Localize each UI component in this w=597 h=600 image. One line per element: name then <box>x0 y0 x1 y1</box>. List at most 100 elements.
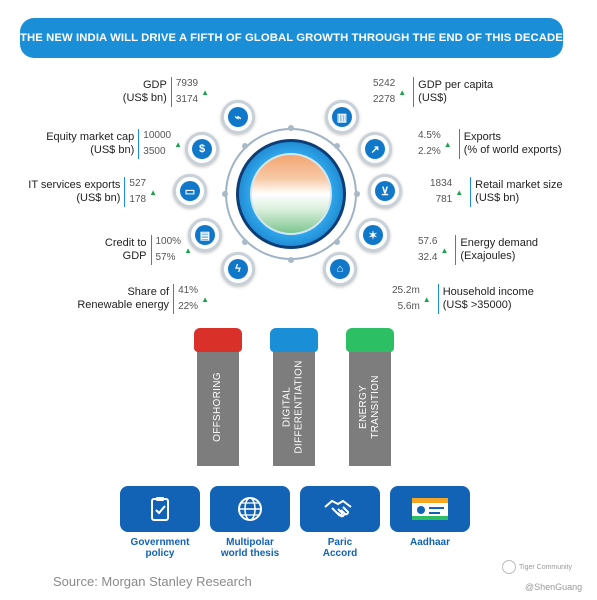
orbit-dot <box>242 239 248 245</box>
policy-aadhaar: Aadhaar <box>390 486 470 548</box>
stat-target: 41% <box>178 285 199 296</box>
pillar-body <box>349 348 391 466</box>
card-icon: ▤ <box>188 218 222 252</box>
divider <box>455 235 457 265</box>
pillar-offshoring: OFFSHORING <box>194 328 242 466</box>
home-icon: ⌂ <box>323 252 357 286</box>
compass-icon: ✶ <box>356 218 390 252</box>
policy-label: Paric Accord <box>322 537 358 559</box>
pillar-label: OFFSHORING <box>212 372 224 442</box>
stat-current: 2278 <box>373 94 396 105</box>
clipboard-icon <box>120 486 200 532</box>
stat-current: 3500 <box>143 146 166 157</box>
policy-government: Government policy <box>120 486 200 559</box>
orbit-dot <box>354 191 360 197</box>
stat-energy-demand: 57.6 32.4 ▲ Energy demand (Exajoules) <box>418 234 538 266</box>
orbit-dot <box>334 143 340 149</box>
stat-equity-market-cap: Equity market cap (US$ bn) 10000 3500 ▲ <box>46 128 185 160</box>
stat-label: Household income (US$ >35000) <box>442 286 534 311</box>
up-arrow-icon: ▲ <box>440 245 449 255</box>
stat-current: 781 <box>435 194 453 205</box>
source-note: Source: Morgan Stanley Research <box>53 574 252 589</box>
tiger-logo-icon <box>502 560 516 574</box>
orbit-dot <box>242 143 248 149</box>
orbit-dot <box>288 125 294 131</box>
stat-current: 3174 <box>175 94 199 105</box>
up-arrow-icon: ▲ <box>201 87 209 97</box>
up-arrow-icon: ▲ <box>422 294 431 304</box>
handshake-icon <box>300 486 380 532</box>
stat-current: 22% <box>178 301 199 312</box>
divider <box>413 77 415 107</box>
watermark-handle: @ShenGuang <box>525 582 583 592</box>
divider <box>437 284 439 314</box>
orbit-dot <box>334 239 340 245</box>
stat-target: 527 <box>129 178 147 189</box>
stat-current: 5.6m <box>397 301 420 312</box>
stat-renewable-energy: Share of Renewable energy 41% 22% ▲ <box>77 283 212 315</box>
divider <box>150 235 152 265</box>
stat-target: 25.2m <box>392 285 420 296</box>
stat-label: Equity market cap (US$ bn) <box>46 131 135 156</box>
divider <box>470 177 472 207</box>
stat-label: Retail market size (US$ bn) <box>475 179 563 204</box>
stat-current: 178 <box>129 194 147 205</box>
stat-current: 2.2% <box>418 146 441 157</box>
stat-label: IT services exports (US$ bn) <box>28 179 121 204</box>
pillar-body <box>197 348 239 466</box>
stat-credit-to-gdp: Credit to GDP 100% 57% ▲ <box>105 234 195 266</box>
stat-label: Credit to GDP <box>104 237 147 262</box>
divider <box>458 129 460 159</box>
stock-icon: $ <box>185 132 219 166</box>
cart-icon: ⊻ <box>368 174 402 208</box>
chart-icon: ⌁ <box>221 100 255 134</box>
page-title: THE NEW INDIA WILL DRIVE A FIFTH OF GLOB… <box>20 32 563 44</box>
up-arrow-icon: ▲ <box>184 245 192 255</box>
id-card-icon <box>390 486 470 532</box>
pillar-energy-transition: ENERGY TRANSITION <box>346 328 394 466</box>
pillar-cap <box>270 328 318 352</box>
divider <box>124 177 126 207</box>
bar-chart-icon: ▥ <box>325 100 359 134</box>
export-icon: ↗ <box>358 132 392 166</box>
divider <box>173 284 175 314</box>
stat-current: 32.4 <box>418 252 438 263</box>
policy-label: Government policy <box>130 537 190 559</box>
stat-household-income: 25.2m 5.6m ▲ Household income (US$ >3500… <box>392 283 534 315</box>
up-arrow-icon: ▲ <box>201 294 209 304</box>
up-arrow-icon: ▲ <box>455 187 464 197</box>
orbit-dot <box>222 191 228 197</box>
orbit-dot <box>288 257 294 263</box>
up-arrow-icon: ▲ <box>398 87 407 97</box>
stat-target: 4.5% <box>418 130 441 141</box>
up-arrow-icon: ▲ <box>149 187 157 197</box>
stat-current: 57% <box>155 252 176 263</box>
stat-label: Exports (% of world exports) <box>463 131 562 156</box>
stat-target: 100% <box>155 236 182 247</box>
globe-icon <box>210 486 290 532</box>
stat-gdp-per-capita: 5242 2278 ▲ GDP per capita (US$) <box>373 76 493 108</box>
stat-label: GDP per capita (US$) <box>418 79 494 104</box>
stat-target: 57.6 <box>418 236 438 247</box>
up-arrow-icon: ▲ <box>174 139 182 149</box>
policy-label: Aadhaar <box>409 537 450 548</box>
pillar-cap <box>346 328 394 352</box>
stat-exports: 4.5% 2.2% ▲ Exports (% of world exports) <box>418 128 562 160</box>
pillar-label: DIGITAL DIFFERENTIATION <box>282 360 306 454</box>
stat-it-services-exports: IT services exports (US$ bn) 527 178 ▲ <box>28 176 160 208</box>
stat-target: 1834 <box>430 178 453 189</box>
stat-label: Energy demand (Exajoules) <box>460 237 539 262</box>
watermark-text: Tiger Community <box>519 563 573 571</box>
pillar-label: ENERGY TRANSITION <box>358 375 381 439</box>
stat-target: 7939 <box>175 78 199 89</box>
stat-gdp: GDP (US$ bn) 7939 3174 ▲ <box>123 76 212 108</box>
stat-target: 5242 <box>373 78 396 89</box>
up-arrow-icon: ▲ <box>443 139 452 149</box>
watermark-community: Tiger Community <box>502 560 572 574</box>
monitor-icon: ▭ <box>173 174 207 208</box>
stat-retail-market-size: 1834 781 ▲ Retail market size (US$ bn) <box>430 176 563 208</box>
divider <box>170 77 172 107</box>
india-flag-gradient <box>250 153 332 235</box>
energy-icon: ϟ <box>221 252 255 286</box>
title-banner: THE NEW INDIA WILL DRIVE A FIFTH OF GLOB… <box>20 18 563 58</box>
